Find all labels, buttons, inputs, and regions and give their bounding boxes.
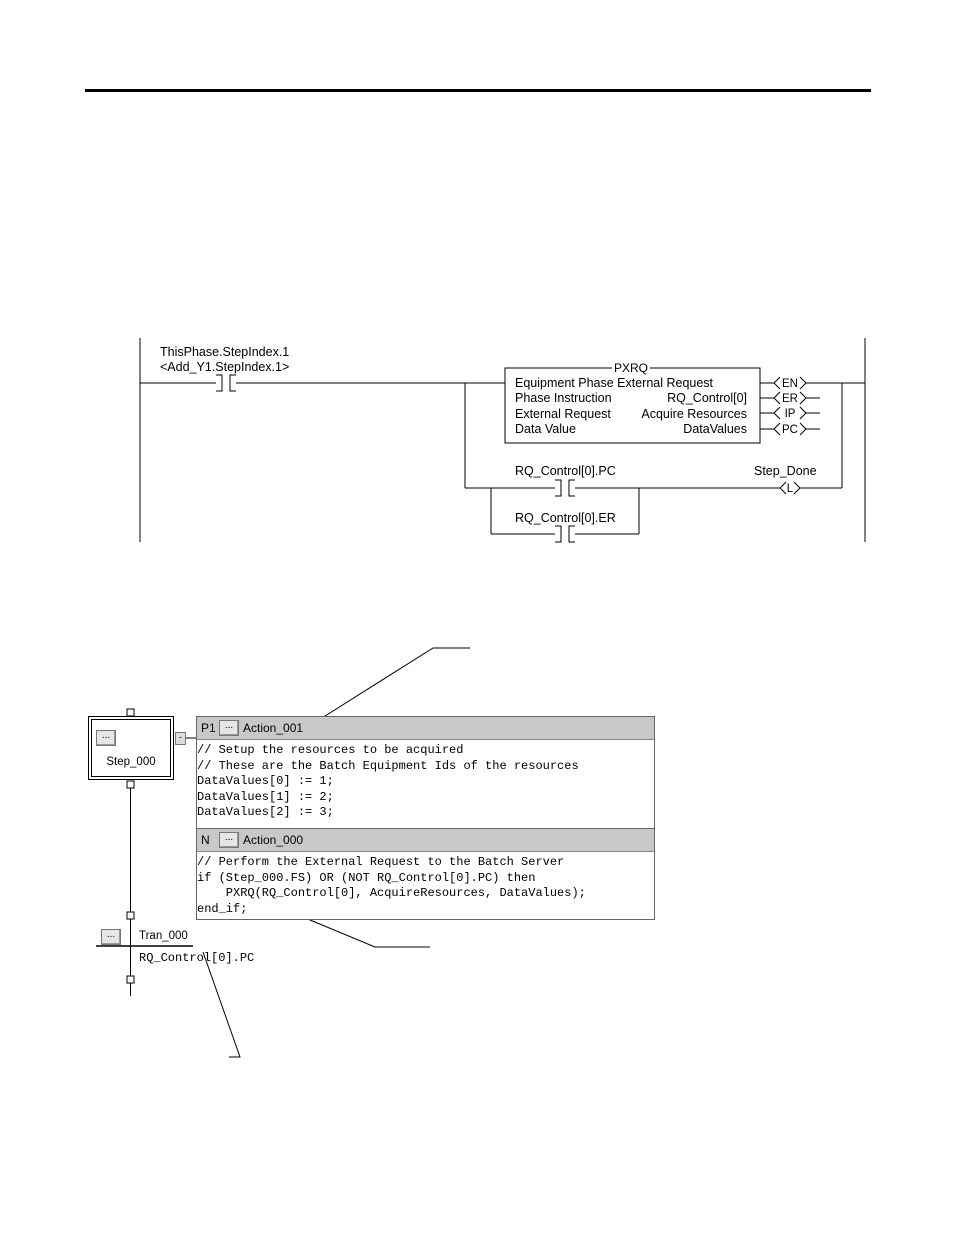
step-collapse-toggle[interactable]: - (175, 732, 186, 745)
action-code[interactable]: // Perform the External Request to the B… (197, 852, 654, 917)
step-bottom-connector (126, 780, 135, 789)
action-browse-button[interactable]: ... (219, 720, 239, 736)
action-qualifier[interactable]: N (201, 833, 210, 847)
code-line: // Perform the External Request to the B… (197, 855, 565, 869)
pxrq-row-label: Phase Instruction (515, 391, 612, 405)
pxrq-description: Equipment Phase External Request (515, 376, 714, 390)
contact-rq-control-er[interactable] (555, 525, 575, 543)
action-header: N ... Action_000 (197, 829, 654, 852)
branch-contact-1-label: RQ_Control[0].PC (515, 464, 616, 478)
pxrq-row-label: Data Value (515, 422, 576, 436)
pxrq-output-bits (760, 376, 865, 436)
action-name: Action_000 (243, 833, 304, 847)
code-line: DataValues[0] := 1; (197, 774, 334, 789)
pxrq-row-value: RQ_Control[0] (667, 391, 747, 405)
action-code[interactable]: // Setup the resources to be acquired// … (197, 740, 654, 821)
code-line: end_if; (197, 901, 248, 916)
action-panel-n[interactable]: N ... Action_000 // Perform the External… (196, 828, 655, 920)
output-bit-pc: PC (782, 424, 798, 436)
transition-bottom-connector (126, 975, 135, 984)
output-bit-ip: IP (785, 408, 796, 420)
transition-top-connector (126, 911, 135, 920)
step-top-connector (126, 708, 135, 717)
ladder-rung: ThisPhase.StepIndex.1 <Add_Y1.StepIndex.… (139, 338, 866, 543)
coil-tag-label: Step_Done (754, 464, 817, 478)
contact-tag-label: ThisPhase.StepIndex.1 (160, 345, 289, 359)
contact-alias-label: <Add_Y1.StepIndex.1> (160, 360, 289, 374)
pxrq-row-label: External Request (515, 407, 611, 421)
sfc-step-box[interactable]: ... Step_000 (88, 716, 174, 780)
coil-symbol: L (787, 483, 794, 495)
code-line: PXRQ(RQ_Control[0], AcquireResources, Da… (197, 886, 586, 901)
header-rule (85, 89, 871, 92)
code-line: // Setup the resources to be acquired (197, 743, 464, 757)
action-qualifier[interactable]: P1 (201, 721, 216, 735)
sfc-diagram (96, 647, 470, 1058)
pxrq-row-value: Acquire Resources (641, 407, 747, 421)
action-panel-p1[interactable]: P1 ... Action_001 // Setup the resources… (196, 716, 655, 829)
callout-leader-action-001 (313, 647, 470, 724)
branch-contact-2-label: RQ_Control[0].ER (515, 511, 616, 525)
code-line: if (Step_000.FS) OR (NOT RQ_Control[0].P… (197, 870, 536, 885)
output-bit-er: ER (782, 393, 798, 405)
code-line: DataValues[1] := 2; (197, 789, 334, 804)
output-bit-en: EN (782, 378, 798, 390)
action-name: Action_001 (243, 721, 304, 735)
pxrq-row-value: DataValues (683, 422, 747, 436)
contact-step-index[interactable] (216, 374, 236, 392)
code-line: DataValues[2] := 3; (197, 805, 334, 820)
transition-browse-button[interactable]: ... (101, 929, 121, 945)
code-line: // These are the Batch Equipment Ids of … (197, 758, 579, 773)
coil-step-done[interactable] (779, 481, 801, 495)
callout-leader-transition (202, 951, 241, 1058)
step-browse-button[interactable]: ... (96, 730, 116, 746)
pxrq-title-text: PXRQ (614, 361, 648, 375)
transition-name: Tran_000 (139, 930, 188, 942)
pxrq-instruction-block[interactable] (504, 367, 761, 444)
callout-leader-action-000 (285, 909, 430, 948)
contact-rq-control-pc[interactable] (555, 479, 575, 497)
transition-condition[interactable]: RQ_Control[0].PC (139, 951, 255, 965)
step-name: Step_000 (106, 756, 156, 768)
action-browse-button[interactable]: ... (219, 832, 239, 848)
action-header: P1 ... Action_001 (197, 717, 654, 740)
